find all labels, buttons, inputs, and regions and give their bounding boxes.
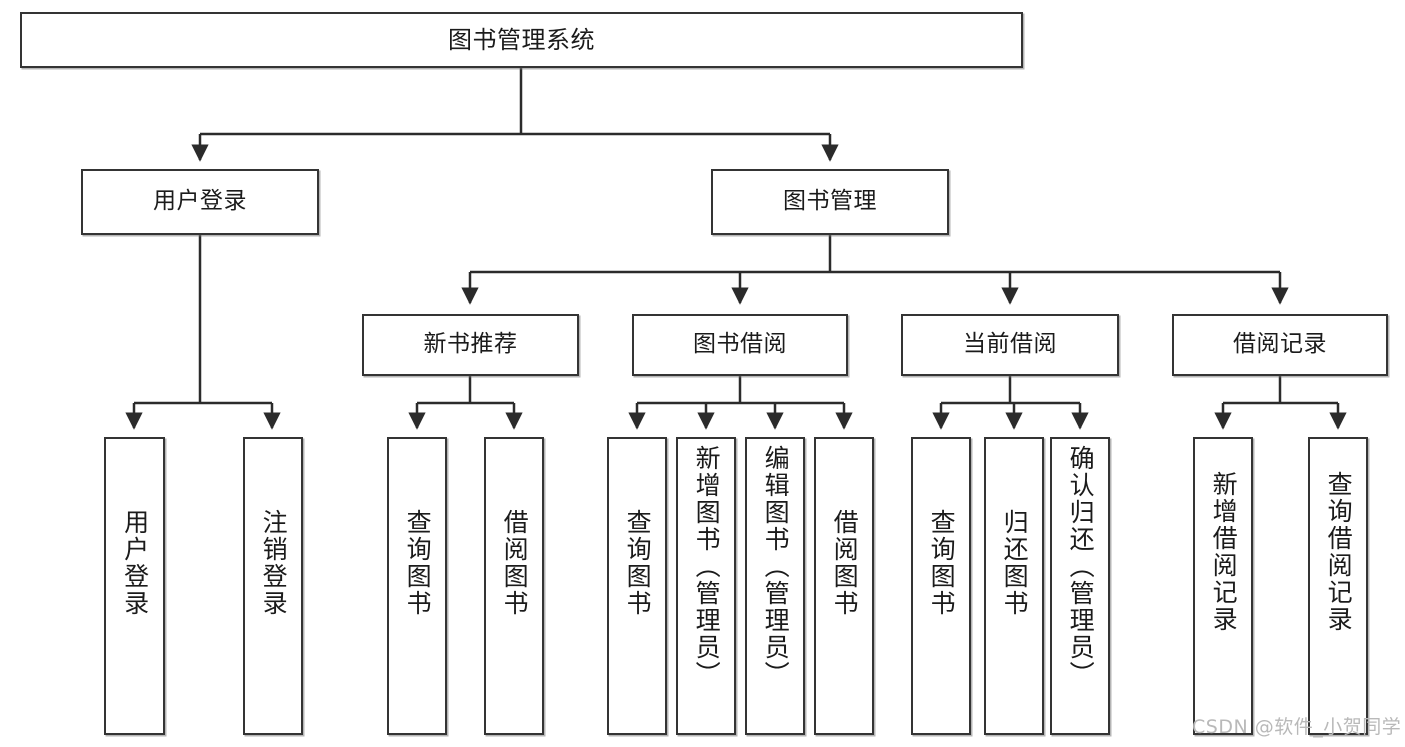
node-leaf-user-login-label: 用户登录 (120, 509, 150, 617)
node-borrow-record-label: 借阅记录 (1233, 331, 1327, 358)
node-root-label: 图书管理系统 (448, 25, 595, 54)
node-leaf-cur-confirm-label: 确认归还（管理员） (1066, 445, 1096, 688)
node-leaf-rec-search[interactable]: 查询借阅记录 (1308, 437, 1368, 735)
node-new-book-rec[interactable]: 新书推荐 (362, 314, 579, 376)
node-book-manage[interactable]: 图书管理 (711, 169, 949, 235)
node-leaf-cur-confirm[interactable]: 确认归还（管理员） (1050, 437, 1110, 735)
node-new-book-rec-label: 新书推荐 (423, 331, 518, 358)
node-current-borrow-label: 当前借阅 (963, 331, 1057, 358)
node-leaf-borrow-edit-label: 编辑图书（管理员） (761, 445, 791, 688)
node-leaf-rec-query[interactable]: 查询图书 (387, 437, 447, 735)
node-leaf-borrow-query[interactable]: 查询图书 (607, 437, 667, 735)
node-user-login[interactable]: 用户登录 (81, 169, 319, 235)
node-book-borrow[interactable]: 图书借阅 (632, 314, 848, 376)
node-leaf-rec-borrow[interactable]: 借阅图书 (484, 437, 544, 735)
node-book-manage-label: 图书管理 (783, 188, 877, 215)
node-leaf-cur-query[interactable]: 查询图书 (911, 437, 971, 735)
node-borrow-record[interactable]: 借阅记录 (1172, 314, 1388, 376)
node-leaf-borrow-add[interactable]: 新增图书（管理员） (676, 437, 736, 735)
node-book-borrow-label: 图书借阅 (693, 331, 787, 358)
node-leaf-cur-return[interactable]: 归还图书 (984, 437, 1044, 735)
node-leaf-rec-search-label: 查询借阅记录 (1324, 471, 1354, 633)
node-leaf-rec-add-label: 新增借阅记录 (1209, 471, 1239, 633)
node-leaf-rec-add[interactable]: 新增借阅记录 (1193, 437, 1253, 735)
node-root[interactable]: 图书管理系统 (20, 12, 1023, 68)
node-leaf-cur-query-label: 查询图书 (927, 509, 957, 617)
node-leaf-user-logout-label: 注销登录 (259, 509, 289, 617)
node-leaf-user-logout[interactable]: 注销登录 (243, 437, 303, 735)
node-leaf-borrow-query-label: 查询图书 (623, 509, 653, 617)
node-current-borrow[interactable]: 当前借阅 (901, 314, 1119, 376)
csdn-watermark: CSDN @软件_小贺同学 (1192, 716, 1402, 738)
node-leaf-user-login[interactable]: 用户登录 (104, 437, 165, 735)
node-leaf-borrow-edit[interactable]: 编辑图书（管理员） (745, 437, 805, 735)
node-leaf-borrow-lend-label: 借阅图书 (830, 509, 860, 617)
node-leaf-rec-borrow-label: 借阅图书 (500, 509, 530, 617)
node-user-login-label: 用户登录 (153, 188, 247, 215)
node-leaf-borrow-add-label: 新增图书（管理员） (692, 445, 722, 688)
node-leaf-borrow-lend[interactable]: 借阅图书 (814, 437, 874, 735)
node-leaf-rec-query-label: 查询图书 (403, 509, 433, 617)
node-leaf-cur-return-label: 归还图书 (1000, 509, 1030, 617)
